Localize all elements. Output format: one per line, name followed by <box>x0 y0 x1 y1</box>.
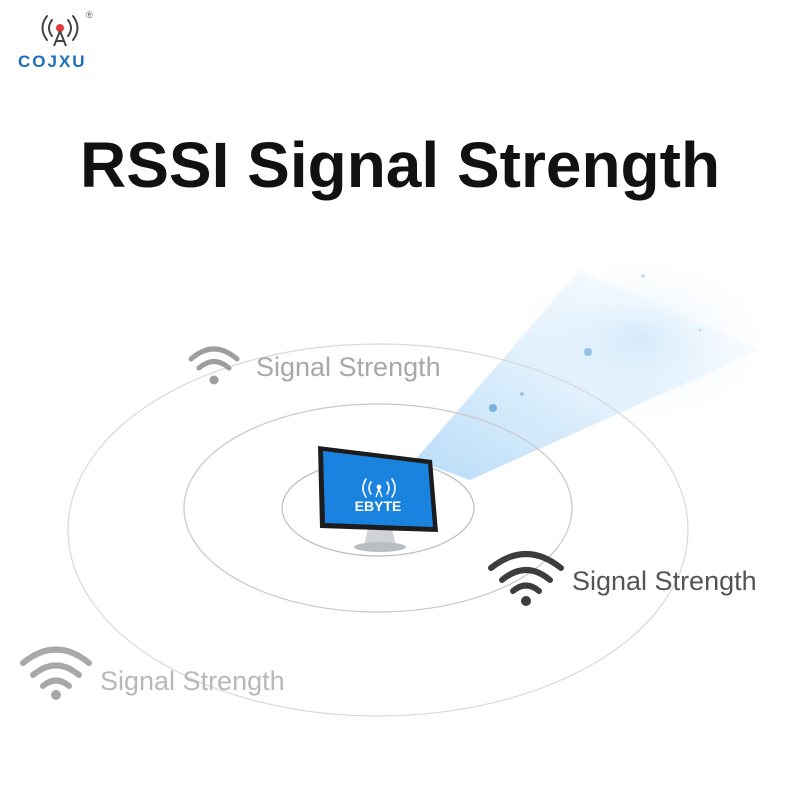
wifi-signal-icon <box>20 646 92 700</box>
outer-ring <box>67 343 689 717</box>
monitor: EBYTE <box>318 446 438 552</box>
particle <box>520 392 524 396</box>
screen-brand: EBYTE <box>355 498 402 514</box>
particle <box>698 328 702 332</box>
monitor-base <box>354 542 406 552</box>
signal-label-bottom: Signal Strength <box>100 666 285 696</box>
brand-name: COJXU <box>18 52 87 71</box>
page-title: RSSI Signal Strength <box>79 129 721 201</box>
wifi-signal-icon <box>488 551 564 606</box>
beam-glow <box>500 250 780 430</box>
monitor-stand <box>364 528 396 546</box>
registered-mark: ® <box>86 10 93 20</box>
signal-label-middle: Signal Strength <box>572 566 757 596</box>
middle-ring <box>183 403 573 613</box>
wifi-tower-icon <box>41 15 79 47</box>
particle <box>641 274 645 278</box>
particle <box>489 404 497 412</box>
particle <box>584 348 592 356</box>
signal-label-top: Signal Strength <box>256 352 441 382</box>
wifi-signal-icon <box>188 346 240 385</box>
brand-logo: ® COJXU <box>18 10 108 74</box>
